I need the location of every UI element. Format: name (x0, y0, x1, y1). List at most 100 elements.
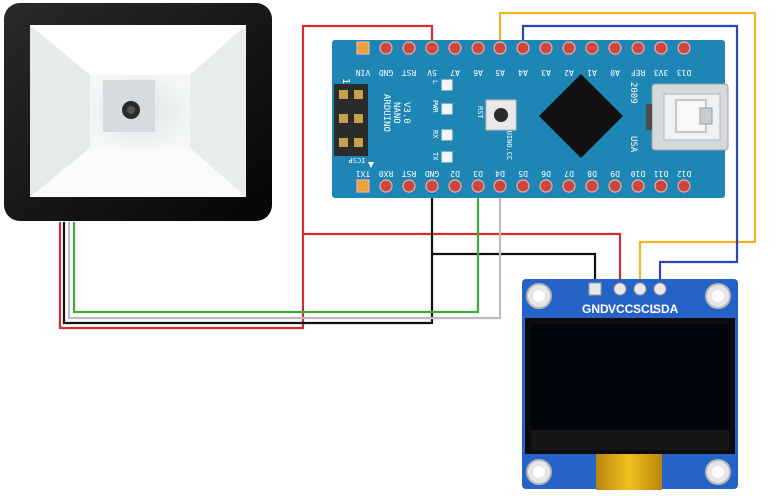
led-rx (441, 129, 453, 141)
pin-label-3v3: 3V3 (654, 68, 669, 77)
pin-label-a1: A1 (587, 68, 597, 77)
pin-pad-a7 (448, 41, 462, 55)
pin-pad-gnd-bottom (425, 179, 439, 193)
pin-pad-3v3 (654, 41, 668, 55)
wire-yellow-a5-to-scl (498, 11, 757, 288)
pin-label-a0: A0 (610, 68, 620, 77)
pin-pad-a4 (516, 41, 530, 55)
scanner-bevel-left (30, 25, 90, 197)
led-rx-label: RX (431, 130, 439, 139)
icsp-pin (339, 138, 348, 147)
pin-label-a3: A3 (541, 68, 551, 77)
oled-label-gnd: GND (582, 302, 609, 316)
pin-pad-d13 (677, 41, 691, 55)
pin-pad-rst (402, 41, 416, 55)
arduino-nano-board: VIN GND RST 5V A7 A6 A5 A4 A3 A2 A1 A0 R… (332, 40, 729, 198)
pin-label-a6: A6 (473, 68, 483, 77)
icsp-arrow-icon (368, 162, 374, 168)
reset-button-cap (494, 108, 508, 122)
pin-pad-d4 (493, 179, 507, 193)
pin-pad-d3 (471, 179, 485, 193)
pin-pad-rst-bottom (402, 179, 416, 193)
board-version: V3.0 (401, 102, 411, 124)
icsp-pin1-label: 1 (340, 78, 351, 84)
usb-connector (646, 83, 729, 151)
bottom-pin-header (356, 179, 691, 193)
pin-pad-d12 (677, 179, 691, 193)
pin-pad-ref (631, 41, 645, 55)
pin-pad-a0 (608, 41, 622, 55)
pin-label-d2: D2 (450, 169, 460, 178)
pin-label-d11: D11 (654, 169, 669, 178)
pin-label-d13: D13 (677, 68, 692, 77)
pin-pad-vin (356, 41, 370, 55)
pin-label-a4: A4 (518, 68, 528, 77)
oled-ribbon-cable (596, 454, 662, 490)
pin-pad-d9 (608, 179, 622, 193)
pin-pad-d6 (539, 179, 553, 193)
bottom-pin-labels: TX1 RX0 RST GND D2 D3 D4 D5 D6 D7 D8 D9 … (356, 169, 692, 178)
oled-mount-hole-br-center (712, 466, 724, 478)
led-pwr-label: PWR (431, 100, 439, 113)
microcontroller-chip (539, 74, 623, 158)
pin-pad-a2 (562, 41, 576, 55)
icsp-header: 1 ICSP (334, 78, 374, 168)
wire-gray-d4-to-scanner (67, 186, 502, 320)
oled-screen (531, 324, 729, 430)
pin-label-ref: REF (631, 68, 646, 77)
board-site: ARDUINO.CC (505, 118, 513, 160)
pin-pad-a3 (539, 41, 553, 55)
reset-label: RST (476, 106, 484, 119)
scanner-bevel-right (190, 25, 246, 197)
usb-solder-strip (646, 104, 652, 130)
pin-label-a5: A5 (495, 68, 505, 77)
status-leds: L PWR RX TX (431, 79, 453, 163)
wire-blue-a4-to-sda (521, 24, 739, 288)
icsp-label: ICSP (349, 156, 366, 164)
led-tx-label: TX (431, 152, 439, 161)
pin-pad-rx0 (379, 179, 393, 193)
barcode-scanner-module (4, 3, 272, 221)
pin-label-5v: 5V (427, 68, 437, 77)
oled-screen-edge (531, 430, 729, 450)
pin-label-gnd-bottom: GND (425, 169, 440, 178)
oled-pin-sda (653, 282, 667, 296)
oled-mount-hole-tl-center (533, 290, 545, 302)
oled-display-module: GND VCC SCL SDA (522, 279, 738, 490)
scanner-bevel-bottom (30, 148, 246, 197)
icsp-pin (354, 138, 363, 147)
pin-label-d9: D9 (610, 169, 620, 178)
oled-label-vcc: VCC (608, 302, 634, 316)
usb-tab (699, 107, 713, 125)
wire-green-d3-to-scanner (72, 186, 480, 314)
wire-red-5v-to-scanner (58, 24, 434, 330)
board-country: USA (628, 136, 638, 153)
pin-label-vin: VIN (356, 68, 371, 77)
led-pwr (441, 103, 453, 115)
pin-label-gnd: GND (379, 68, 394, 77)
camera-lens-center (127, 106, 135, 114)
pin-pad-d7 (562, 179, 576, 193)
pin-pad-d10 (631, 179, 645, 193)
pin-pad-d11 (654, 179, 668, 193)
icsp-pin (339, 114, 348, 123)
wire-red-5v-to-oled-vcc (303, 232, 622, 288)
pin-pad-a1 (585, 41, 599, 55)
icsp-pin (354, 90, 363, 99)
board-name-line2: NANO (391, 102, 401, 124)
pin-pad-a6 (471, 41, 485, 55)
pin-pad-gnd (379, 41, 393, 55)
pin-pad-a5 (493, 41, 507, 55)
wire-black-gnd-to-oled-gnd (432, 252, 597, 288)
pin-label-d12: D12 (677, 169, 692, 178)
pin-label-d10: D10 (631, 169, 646, 178)
board-year: 2009 (628, 82, 638, 104)
top-pin-labels: VIN GND RST 5V A7 A6 A5 A4 A3 A2 A1 A0 R… (356, 68, 692, 77)
pin-label-d5: D5 (518, 169, 528, 178)
top-pin-header (356, 41, 691, 55)
oled-pin-gnd (588, 282, 602, 296)
board-name-line1: ARDUINO (381, 94, 391, 132)
pin-label-d8: D8 (587, 169, 597, 178)
pin-label-d6: D6 (541, 169, 551, 178)
pin-label-a7: A7 (450, 68, 460, 77)
